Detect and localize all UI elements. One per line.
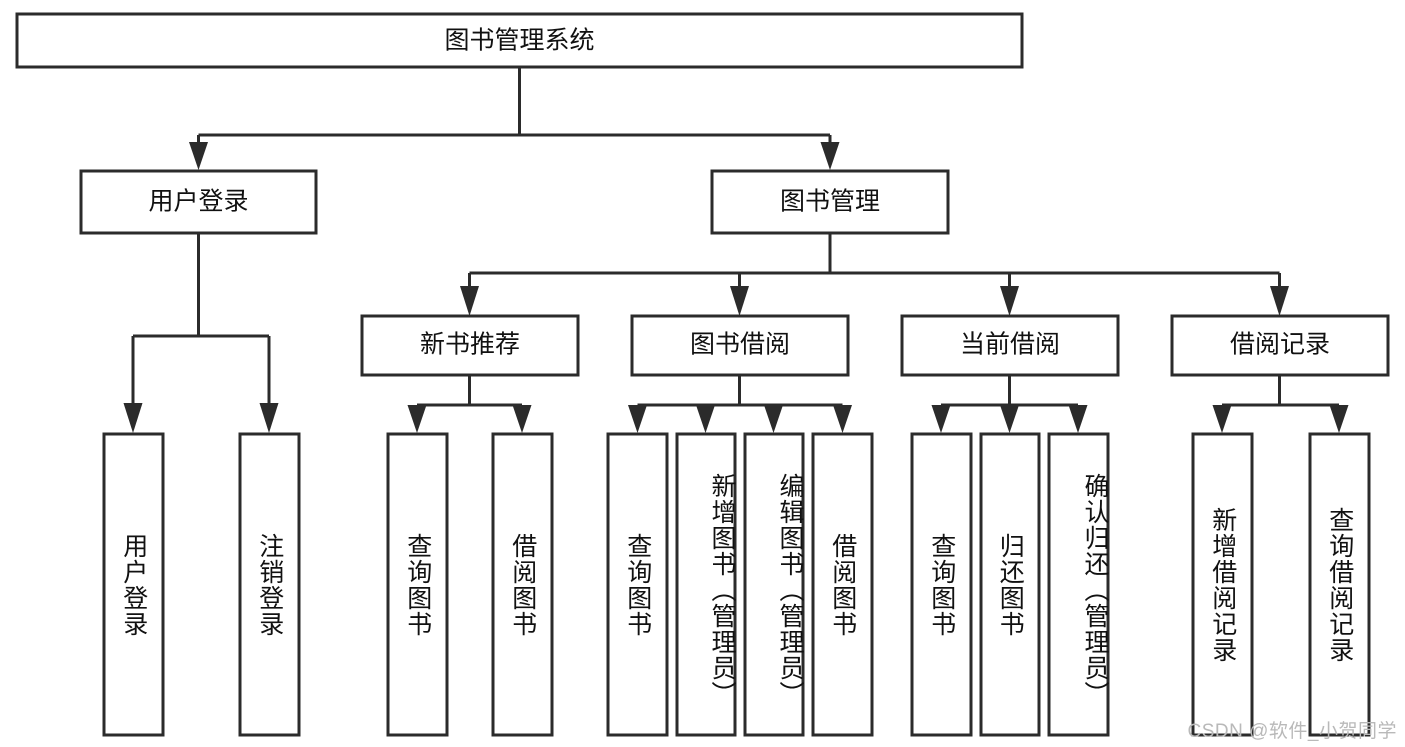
connector-book-mgmt-to-level3 <box>460 233 1289 316</box>
leaf-box-book-borrow-1[interactable] <box>675 432 737 737</box>
node-root-system[interactable]: 图书管理系统 <box>15 12 1024 69</box>
leaf-box-book-borrow-0[interactable] <box>606 432 669 737</box>
node-root-label: 图书管理系统 <box>444 27 594 55</box>
leaf-box-user-login-0[interactable] <box>102 432 165 737</box>
leaf-group-book-borrow <box>606 432 874 737</box>
connector-user-login-to-leaves <box>123 233 279 433</box>
leaf-box-new-book-1[interactable] <box>491 432 554 737</box>
node-current-borrow[interactable]: 当前借阅 <box>900 314 1120 377</box>
leaf-box-borrow-record-1[interactable] <box>1308 432 1371 737</box>
leaf-box-book-borrow-2[interactable] <box>743 432 805 737</box>
node-user-login-label: 用户登录 <box>148 188 248 216</box>
node-book-borrow[interactable]: 图书借阅 <box>630 314 850 377</box>
leaf-box-borrow-record-0[interactable] <box>1191 432 1254 737</box>
connector-current-borrow-to-leaves <box>931 375 1088 433</box>
csdn-watermark: CSDN @软件_小贺同学 <box>1187 721 1397 742</box>
leaf-box-current-borrow-1[interactable] <box>979 432 1041 737</box>
node-current-borrow-label: 当前借阅 <box>960 331 1060 359</box>
connector-root-to-level2 <box>189 67 840 170</box>
node-book-management-label: 图书管理 <box>780 188 880 216</box>
node-new-book-recommend[interactable]: 新书推荐 <box>360 314 580 377</box>
leaf-group-user-login <box>102 432 301 737</box>
leaf-box-user-login-1[interactable] <box>238 432 301 737</box>
node-book-borrow-label: 图书借阅 <box>690 331 790 359</box>
leaf-group-borrow-record <box>1191 432 1371 737</box>
connector-new-book-to-leaves <box>407 375 532 433</box>
connector-book-borrow-to-leaves <box>628 375 852 433</box>
node-user-login[interactable]: 用户登录 <box>79 169 318 235</box>
node-borrow-record[interactable]: 借阅记录 <box>1170 314 1390 377</box>
leaf-box-book-borrow-3[interactable] <box>811 432 874 737</box>
leaf-box-current-borrow-0[interactable] <box>910 432 973 737</box>
connector-borrow-record-to-leaves <box>1212 375 1349 433</box>
node-new-book-recommend-label: 新书推荐 <box>420 331 520 359</box>
leaf-group-current-borrow <box>910 432 1110 737</box>
node-borrow-record-label: 借阅记录 <box>1230 331 1330 359</box>
leaf-box-current-borrow-2[interactable] <box>1047 432 1110 737</box>
node-book-management[interactable]: 图书管理 <box>710 169 950 235</box>
leaf-group-new-book-recommend <box>386 432 554 737</box>
leaf-box-new-book-0[interactable] <box>386 432 449 737</box>
